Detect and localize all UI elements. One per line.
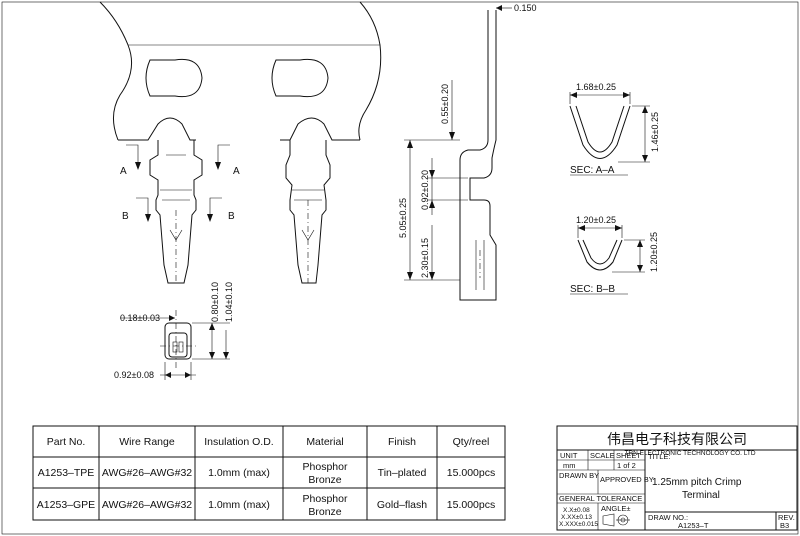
terminal-right <box>285 140 331 284</box>
dim-front-0-80: 0.80±0.10 <box>210 282 220 322</box>
table-header-part: Part No. <box>47 436 86 448</box>
sec-a-label: SEC: A–A <box>570 165 615 176</box>
table-row1-material-1: Phosphor <box>303 461 348 473</box>
draw-no-label: DRAW NO.: <box>648 513 688 522</box>
dim-0-55: 0.55±0.20 <box>440 84 450 124</box>
unit-value: mm <box>563 461 576 470</box>
sheet-value: 1 of 2 <box>617 461 636 470</box>
drawn-by-label: DRAWN BY <box>559 471 599 480</box>
side-view: 0.150 5.05±0.25 0.55±0.20 0.92±0.20 2.30… <box>398 3 537 301</box>
section-b-right-label: B <box>228 211 235 222</box>
section-a-right-label: A <box>233 166 240 177</box>
tolerance-2: X.XX±0.13 <box>561 514 592 521</box>
title-block: 伟昌电子科技有限公司 TRN ELECTRONIC TECHNOLOGY CO.… <box>556 425 798 531</box>
title-label: TITLE: <box>648 452 671 461</box>
table-header-wire: Wire Range <box>119 436 175 448</box>
scale-label: SCALE <box>590 451 615 460</box>
table-row2-qty: 15.000pcs <box>447 499 495 511</box>
dim-0-92: 0.92±0.20 <box>420 170 430 210</box>
unit-label: UNIT <box>560 451 578 460</box>
draw-no-value: A1253–T <box>678 521 709 530</box>
title-line-2: Terminal <box>682 490 720 501</box>
table-row2-wire: AWG#26–AWG#32 <box>102 499 192 511</box>
section-markers: A A B B <box>120 144 240 222</box>
general-tolerance-label: GENERAL TOLERANCE <box>559 494 642 503</box>
table-header-finish: Finish <box>388 436 416 448</box>
dim-thickness: 0.150 <box>514 3 537 13</box>
dim-2-30: 2.30±0.15 <box>420 238 430 278</box>
table-row1-qty: 15.000pcs <box>447 467 495 479</box>
dim-sec-a-height: 1.46±0.25 <box>650 112 660 152</box>
dim-front-1-04: 1.04±0.10 <box>224 282 234 322</box>
dim-front-0-92: 0.92±0.08 <box>114 370 154 380</box>
table-row1-part: A1253–TPE <box>38 467 95 479</box>
dim-5-05: 5.05±0.25 <box>398 198 408 238</box>
carrier-strip <box>99 1 382 141</box>
table-row2-material-2: Bronze <box>308 506 341 518</box>
approved-by-label: APPROVED BY <box>600 475 654 484</box>
rev-value: B3 <box>780 521 789 530</box>
sec-b-label: SEC: B–B <box>570 284 615 295</box>
table-row2-part: A1253–GPE <box>37 499 95 511</box>
table-header-insulation: Insulation O.D. <box>204 436 273 448</box>
rev-label: REV. <box>778 513 795 522</box>
table-row1-insulation: 1.0mm (max) <box>208 467 270 479</box>
section-a-a: 1.68±0.25 1.46±0.25 SEC: A–A <box>569 82 660 176</box>
table-row2-insulation: 1.0mm (max) <box>208 499 270 511</box>
table-row1-wire: AWG#26–AWG#32 <box>102 467 192 479</box>
front-view: 0.18±0.03 0.80±0.10 1.04±0.10 0.92±0.08 <box>114 282 234 380</box>
tolerance-1: X.X±0.08 <box>563 507 590 514</box>
projection-symbol-icon <box>602 513 630 527</box>
section-b-b: 1.20±0.25 1.20±0.25 SEC: B–B <box>570 215 659 295</box>
sheet-label: SHEET <box>616 451 641 460</box>
table-row2-finish: Gold–flash <box>377 499 427 511</box>
table-row1-finish: Tin–plated <box>378 467 427 479</box>
section-a-left-label: A <box>120 166 127 177</box>
dim-sec-b-width: 1.20±0.25 <box>576 215 616 225</box>
section-b-left-label: B <box>122 211 129 222</box>
terminal-left <box>149 140 203 284</box>
tolerance-3: X.XXX±0.015 <box>559 521 598 528</box>
dim-sec-b-height: 1.20±0.25 <box>649 232 659 272</box>
dim-sec-a-width: 1.68±0.25 <box>576 82 616 92</box>
table-header-qty: Qty/reel <box>453 436 490 448</box>
company-name-en: TRN ELECTRONIC TECHNOLOGY CO. LTD <box>624 450 755 457</box>
table-row1-material-2: Bronze <box>308 474 341 486</box>
table-header-material: Material <box>306 436 343 448</box>
title-line-1: 1.25mm pitch Crimp <box>652 477 742 488</box>
company-name-cn: 伟昌电子科技有限公司 <box>607 432 747 448</box>
dim-front-0-18: 0.18±0.03 <box>120 313 160 323</box>
parts-table: Part No. Wire Range Insulation O.D. Mate… <box>32 425 506 521</box>
angle-label: ANGLE± <box>601 504 631 513</box>
table-row2-material-1: Phosphor <box>303 493 348 505</box>
